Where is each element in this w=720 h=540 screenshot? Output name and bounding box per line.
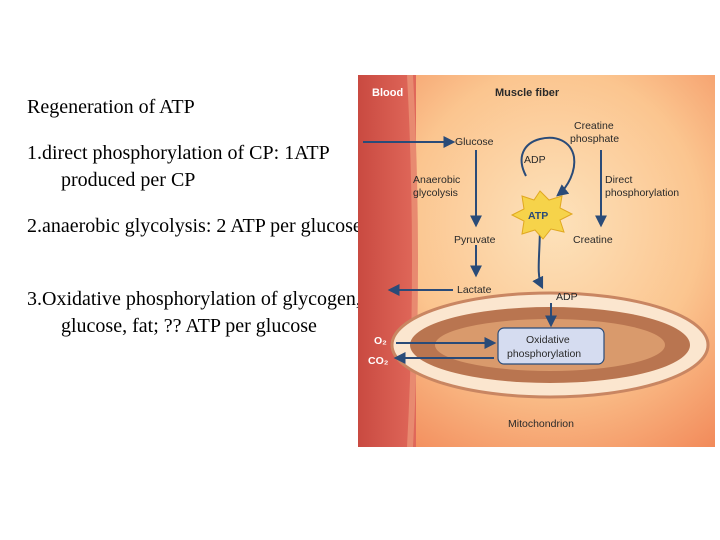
label-glucose: Glucose — [455, 136, 494, 148]
label-oxidative-2: phosphorylation — [507, 348, 581, 360]
label-creatine-phosphate-1: Creatine — [574, 120, 614, 132]
label-mitochondrion: Mitochondrion — [508, 418, 574, 430]
arrow-adp-cycle — [520, 136, 576, 197]
label-oxidative-1: Oxidative — [526, 334, 570, 346]
slide-text-panel: Regeneration of ATP 1.direct phosphoryla… — [27, 96, 362, 337]
label-atp: ATP — [528, 210, 548, 222]
atp-starburst — [510, 190, 574, 240]
oxidative-phosphorylation-box — [497, 327, 605, 365]
label-adp-bottom: ADP — [556, 291, 578, 303]
atp-regeneration-diagram: Blood Muscle fiber Creatine phosphate Gl… — [358, 75, 715, 447]
label-creatine: Creatine — [573, 234, 613, 246]
label-creatine-phosphate-2: phosphate — [570, 133, 619, 145]
label-anaerobic-1: Anaerobic — [413, 174, 460, 186]
label-direct-1: Direct — [605, 174, 633, 186]
label-blood: Blood — [372, 87, 403, 99]
label-anaerobic-2: glycolysis — [413, 187, 458, 199]
slide-title: Regeneration of ATP — [27, 96, 195, 118]
blood-region — [358, 75, 416, 447]
list-item-oxidative-phosphorylation: 3.Oxidative phosphorylation of glycogen,… — [27, 288, 361, 337]
blood-membrane-edge — [407, 75, 418, 447]
label-co2: CO₂ — [368, 355, 389, 367]
label-muscle-fiber: Muscle fiber — [495, 87, 560, 99]
label-lactate: Lactate — [457, 284, 492, 296]
label-o2: O₂ — [374, 335, 387, 347]
pathway-arrows — [363, 136, 607, 364]
list-item-anaerobic-glycolysis: 2.anaerobic glycolysis: 2 ATP per glucos… — [27, 215, 362, 237]
list-item-direct-phosphorylation: 1.direct phosphorylation of CP: 1ATP pro… — [27, 142, 330, 191]
label-adp-top: ADP — [524, 154, 546, 166]
label-direct-2: phosphorylation — [605, 187, 679, 199]
label-pyruvate: Pyruvate — [454, 234, 496, 246]
